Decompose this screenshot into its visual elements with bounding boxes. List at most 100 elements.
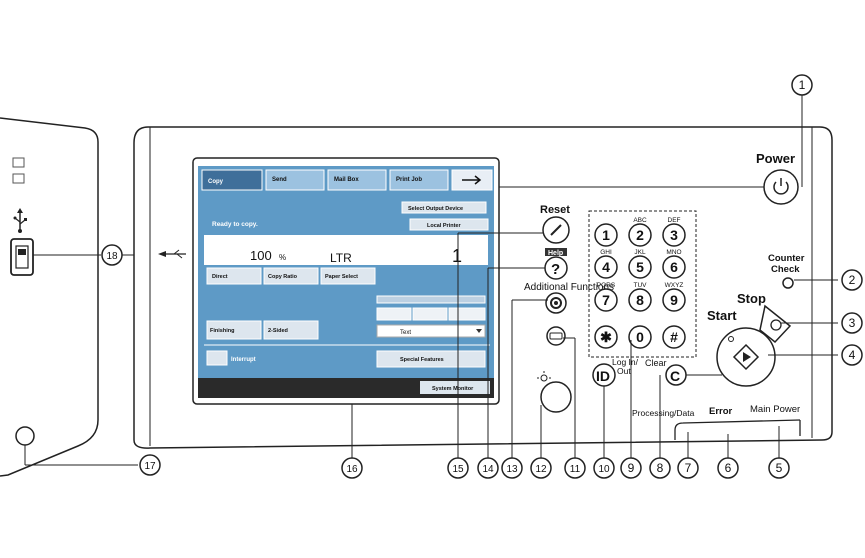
local-printer-button[interactable] bbox=[409, 218, 489, 231]
help-button[interactable]: ? bbox=[544, 256, 568, 280]
key-letters: MNO bbox=[666, 249, 681, 256]
indicator-icon bbox=[12, 173, 25, 184]
counter-check-button[interactable] bbox=[782, 277, 794, 289]
counter-check-label: Counter Check bbox=[768, 253, 807, 275]
paper-select-button[interactable] bbox=[320, 267, 376, 285]
start-button[interactable] bbox=[716, 327, 776, 387]
power-label: Power bbox=[756, 151, 795, 166]
special-features-label: Special Features bbox=[400, 357, 444, 363]
callout-5: 5 bbox=[768, 457, 790, 479]
callout-1: 1 bbox=[791, 74, 813, 96]
reset-button[interactable] bbox=[542, 216, 570, 244]
stop-icon bbox=[770, 319, 782, 331]
tab-print-job[interactable] bbox=[389, 169, 449, 191]
reset-icon bbox=[550, 224, 562, 236]
additional-functions-button[interactable] bbox=[545, 292, 567, 314]
svg-text:11: 11 bbox=[570, 464, 581, 475]
additional-functions-label: Additional Functions bbox=[524, 282, 614, 293]
tab-mail-box-label: Mail Box bbox=[334, 177, 359, 183]
finishing-button[interactable] bbox=[206, 320, 262, 340]
svg-text:14: 14 bbox=[482, 464, 494, 475]
power-button[interactable] bbox=[763, 169, 799, 205]
key-letters: DEF bbox=[668, 217, 681, 224]
id-button[interactable]: ID bbox=[592, 363, 616, 387]
reset-label: Reset bbox=[540, 204, 570, 216]
tab-copy[interactable] bbox=[201, 169, 263, 191]
interrupt-button[interactable] bbox=[206, 350, 228, 366]
density-darker-button[interactable] bbox=[448, 307, 486, 321]
key-1[interactable]: 1 bbox=[594, 223, 618, 247]
svg-text:18: 18 bbox=[106, 251, 118, 262]
usb-arrow-icon bbox=[158, 249, 186, 259]
density-auto-button[interactable] bbox=[412, 307, 448, 321]
stop-button[interactable] bbox=[759, 304, 792, 344]
key-digit: 9 bbox=[670, 292, 678, 308]
gear-icon bbox=[550, 297, 562, 309]
interrupt-label: Interrupt bbox=[231, 357, 256, 363]
key-digit: 4 bbox=[602, 259, 610, 275]
select-output-device-button[interactable] bbox=[401, 201, 487, 214]
density-lighter-button[interactable] bbox=[376, 307, 412, 321]
callout-17: 17 bbox=[139, 454, 161, 476]
copy-count: 1 bbox=[452, 246, 462, 266]
density-bar bbox=[376, 295, 486, 304]
system-monitor-button[interactable] bbox=[420, 381, 490, 394]
svg-text:9: 9 bbox=[628, 461, 635, 475]
svg-text:17: 17 bbox=[144, 461, 156, 472]
side-indicator-lamp bbox=[15, 426, 35, 446]
select-output-device-label: Select Output Device bbox=[408, 206, 463, 212]
svg-text:5: 5 bbox=[776, 461, 783, 475]
tab-mail-box[interactable] bbox=[327, 169, 387, 191]
callout-12: 12 bbox=[530, 457, 552, 479]
clear-icon: C bbox=[670, 368, 680, 384]
usb-port[interactable] bbox=[10, 238, 34, 276]
callout-4: 4 bbox=[841, 344, 863, 366]
arrow-right-icon bbox=[462, 175, 482, 185]
clear-button[interactable]: C bbox=[665, 364, 687, 386]
screen-tabs: Copy Send Mail Box Print Job bbox=[201, 169, 493, 191]
key-hash[interactable]: # bbox=[662, 325, 686, 349]
indicator-icon bbox=[12, 157, 25, 168]
display-icon bbox=[549, 332, 563, 340]
clear-label: Clear bbox=[645, 358, 667, 368]
svg-text:12: 12 bbox=[535, 464, 547, 475]
touch-panel-display[interactable]: Copy Send Mail Box Print Job Select Outp… bbox=[192, 157, 500, 405]
key-0[interactable]: 0 bbox=[628, 325, 652, 349]
key-digit: 1 bbox=[602, 227, 610, 243]
text-mode-select[interactable] bbox=[376, 324, 486, 338]
finishing-label: Finishing bbox=[210, 328, 234, 334]
paper-size: LTR bbox=[330, 251, 352, 265]
callout-10: 10 bbox=[593, 457, 615, 479]
callout-11: 11 bbox=[564, 457, 586, 479]
chevron-down-icon bbox=[476, 329, 482, 333]
key-digit: ✱ bbox=[600, 329, 612, 345]
brightness-dial[interactable] bbox=[537, 371, 572, 413]
main-panel bbox=[133, 126, 833, 449]
counter-display-button[interactable] bbox=[546, 326, 566, 346]
direct-label: Direct bbox=[212, 274, 228, 280]
power-icon bbox=[773, 181, 789, 195]
two-sided-button[interactable] bbox=[263, 320, 319, 340]
callout-14: 14 bbox=[477, 457, 499, 479]
copy-ratio-button[interactable] bbox=[263, 267, 319, 285]
key-star[interactable]: ✱ bbox=[594, 325, 618, 349]
direct-button[interactable] bbox=[206, 267, 262, 285]
start-label: Start bbox=[707, 308, 737, 323]
tab-send[interactable] bbox=[265, 169, 325, 191]
svg-text:1: 1 bbox=[799, 78, 806, 92]
callout-6: 6 bbox=[717, 457, 739, 479]
svg-text:6: 6 bbox=[725, 461, 732, 475]
indicator-strip bbox=[674, 419, 801, 440]
callout-7: 7 bbox=[677, 457, 699, 479]
